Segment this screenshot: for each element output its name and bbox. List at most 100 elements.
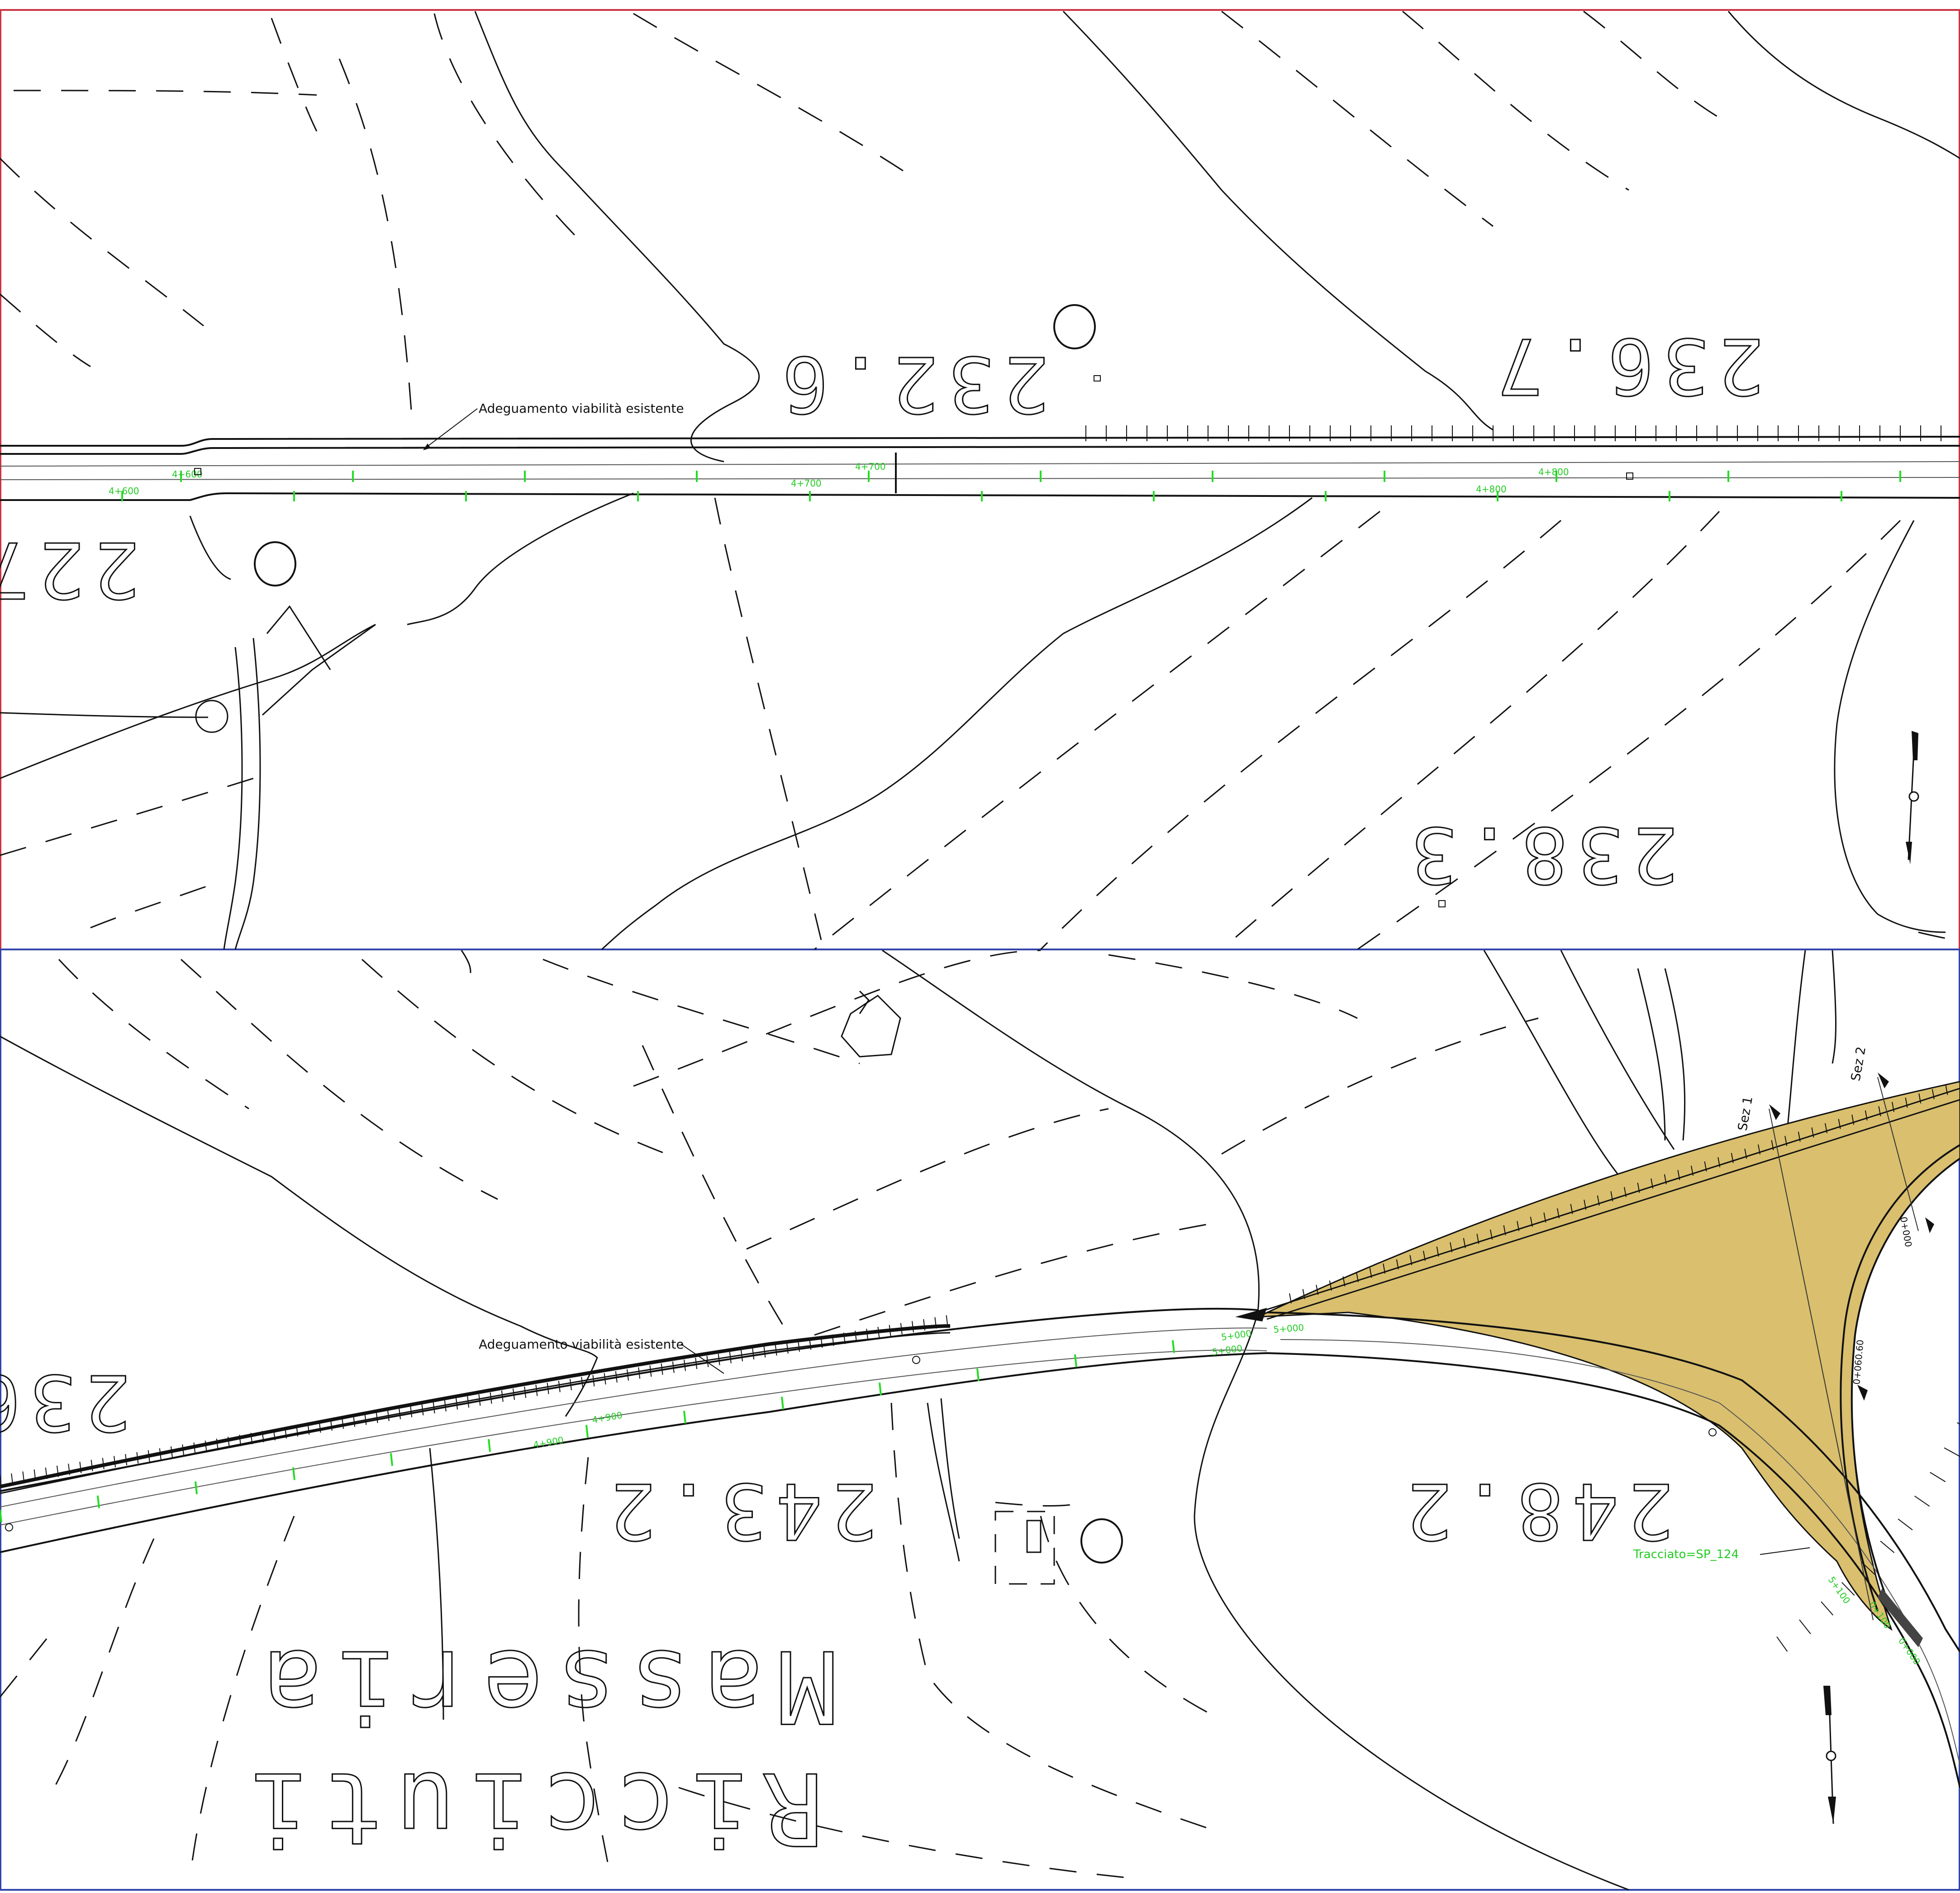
guardrail-tick [1704, 1161, 1707, 1172]
guardrail-tick [1517, 1221, 1520, 1231]
guardrail-tick [1851, 1115, 1855, 1125]
ramp-tick [1930, 1472, 1946, 1483]
ramp-tick [1880, 1540, 1895, 1553]
guardrail-tick [1584, 1200, 1587, 1210]
guardrail-tick [1865, 1110, 1868, 1121]
fill-area-edge [1257, 1087, 1960, 1313]
guardrail-tick [1825, 1123, 1827, 1134]
guardrail-tick [809, 1338, 812, 1350]
svg-text:Sez 2: Sez 2 [1848, 1045, 1869, 1082]
guardrail-tick [855, 1330, 857, 1342]
guardrail-tick [1530, 1216, 1533, 1227]
guardrail-tick [592, 1375, 595, 1387]
fill-area-edge [1266, 1099, 1960, 1320]
guardrail-tick [490, 1392, 492, 1404]
elevation-label: 243.2 [601, 1466, 878, 1555]
chainage-label: 4+900 [533, 1435, 565, 1450]
guardrail-tick [1409, 1255, 1413, 1265]
guardrail-tick [535, 1384, 538, 1396]
guardrail-tick [1543, 1212, 1546, 1223]
guardrail-tick [182, 1444, 185, 1456]
guardrail-tick [342, 1417, 344, 1429]
ramp-tick [1799, 1619, 1811, 1635]
chainage-tick [781, 1397, 784, 1410]
guardrail-tick [330, 1419, 333, 1431]
guardrail-tick [125, 1454, 128, 1466]
guardrail-tick [706, 1355, 709, 1367]
guardrail-tick [649, 1365, 652, 1377]
guardrail-tick [262, 1430, 264, 1443]
guardrail-tick [68, 1464, 71, 1475]
chainage-label: 4+600 [109, 486, 139, 496]
north-arrow-icon [1906, 731, 1919, 864]
chainage-tick [292, 1467, 295, 1480]
svg-text:Tracciato=SP_124: Tracciato=SP_124 [1633, 1548, 1739, 1561]
guardrail-tick [353, 1415, 356, 1427]
guardrail-tick [1811, 1127, 1814, 1138]
guardrail-tick [1450, 1242, 1453, 1253]
guardrail-tick [843, 1332, 846, 1344]
elevation-label: 236.7 [1488, 321, 1765, 410]
elevation-label: 227 [0, 525, 140, 614]
guardrail-tick [661, 1363, 663, 1375]
guardrail-tick [0, 1475, 2, 1487]
survey-point-icon [194, 375, 1633, 907]
guardrail-tick [136, 1452, 139, 1464]
guardrail-tick [1664, 1174, 1667, 1184]
guardrail-tick [1918, 1093, 1922, 1104]
bottom-road [0, 1144, 1960, 1788]
adeguamento-annotation-bottom: Adeguamento viabilità esistente [479, 1337, 724, 1374]
place-name-line1: Masseria [249, 1628, 837, 1744]
bottom-panel-dashed-contours [0, 949, 1539, 1879]
guardrail-tick [912, 1321, 914, 1333]
chainage-tick [683, 1411, 686, 1424]
guardrail-tick [45, 1467, 48, 1479]
guardrail-tick [1610, 1191, 1613, 1202]
chainage-tick [976, 1368, 980, 1382]
chainage-label: 5+000 [1220, 1328, 1252, 1343]
chainage-label: 4+900 [591, 1410, 623, 1426]
guardrail-tick [832, 1334, 834, 1346]
guardrail-tick [1369, 1268, 1372, 1278]
survey-point-icon [5, 1356, 1717, 1531]
guardrail-tick [467, 1396, 470, 1408]
top-panel-contours [0, 10, 1960, 950]
guardrail-tick [1677, 1170, 1680, 1180]
guardrail-tick [228, 1436, 230, 1448]
guardrail-tick [1771, 1140, 1774, 1150]
guardrail-tick [627, 1369, 629, 1381]
guardrail-tick [1784, 1136, 1788, 1146]
guardrail-tick [1557, 1208, 1560, 1219]
guardrail-tick [1651, 1178, 1654, 1189]
ramp-tick [1821, 1601, 1834, 1616]
guardrail-tick [1637, 1183, 1640, 1193]
guardrail-tick [239, 1435, 242, 1446]
guardrail-tick [1356, 1272, 1359, 1283]
chainage-label: 5+000 [1211, 1343, 1243, 1358]
guardrail-tick [1717, 1157, 1721, 1168]
guardrail-tick [729, 1352, 732, 1364]
guardrail-tick [1436, 1246, 1439, 1257]
guardrail-tick [1744, 1149, 1747, 1159]
guardrail-tick [307, 1423, 310, 1435]
guardrail-tick [364, 1413, 367, 1425]
chainage-label: 5+000 [1273, 1322, 1304, 1335]
tree-icon [195, 304, 1096, 733]
top-panel-dashed-contours [0, 10, 1960, 950]
guardrail-tick [33, 1469, 36, 1481]
guardrail-tick [570, 1378, 572, 1391]
svg-text:Adeguamento viabilità esistent: Adeguamento viabilità esistente [479, 401, 684, 416]
ramp-tick [1776, 1636, 1788, 1652]
chainage-tick [585, 1425, 589, 1438]
guardrail-tick [718, 1354, 720, 1365]
guardrail-tick [147, 1450, 150, 1462]
guardrail-tick [1798, 1131, 1801, 1142]
guardrail-tick [216, 1438, 219, 1450]
guardrail-tick [1892, 1101, 1894, 1112]
guardrail-tick [1878, 1106, 1881, 1116]
chainage-label: 4+800 [1476, 484, 1507, 495]
chainage-label: 4+700 [855, 461, 886, 472]
guardrail-tick [615, 1371, 618, 1383]
guardrail-tick [11, 1473, 14, 1485]
